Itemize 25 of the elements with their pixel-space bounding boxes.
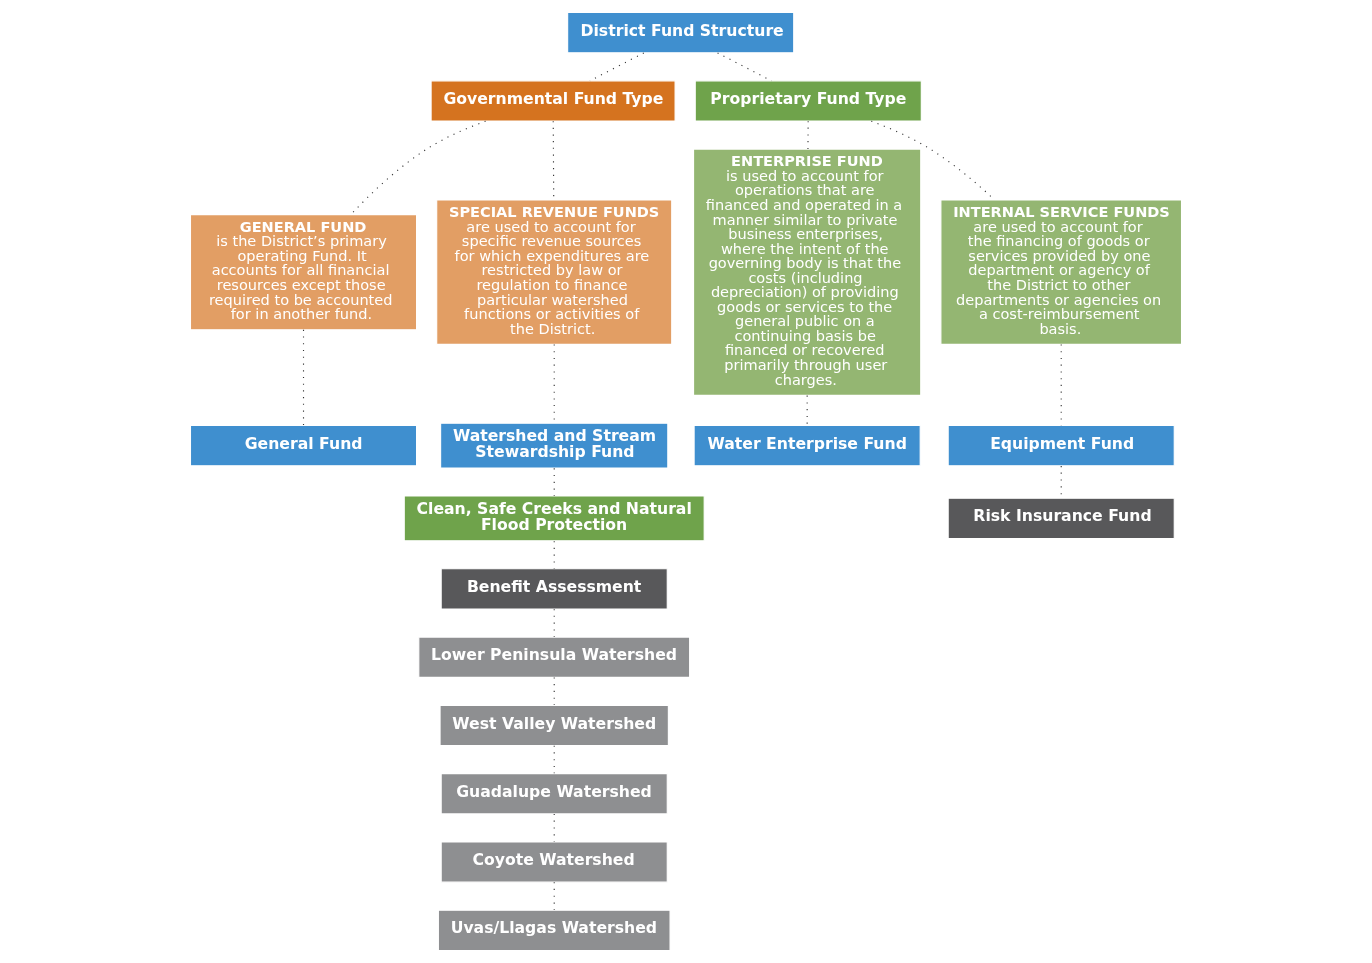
node-box: Benefit Assessment: [440, 568, 668, 610]
node-box: Clean, Safe Creeks and Natural Flood Protection: [403, 495, 705, 542]
connector: [350, 120, 487, 215]
node-box: GENERAL FUND is the District’s primary operating Fund. It accounts for all financial resources except those required to be accounted for in another fund.: [189, 214, 418, 331]
node-box: SPECIAL REVENUE FUNDS are used to account for specific revenue sources for which expenditures are restricted by law or regulation to finance particular watershed functions or activities of the District.: [436, 199, 673, 345]
node-box: Guadalupe Watershed: [440, 773, 668, 815]
node-box: Equipment Fund: [947, 425, 1175, 467]
node-box: Water Enterprise Fund: [693, 425, 921, 467]
node-box: Coyote Watershed: [440, 841, 668, 883]
node-box: West Valley Watershed: [439, 704, 669, 747]
node-box: Proprietary Fund Type: [694, 80, 922, 122]
node-box: Lower Peninsula Watershed: [418, 636, 691, 678]
node-box: ENTERPRISE FUND is used to account for operations that are financed and operated in a manner similar to private business enterprises, where the intent of the governing body is that the costs (including depreciation) of providing goods or services to the general public on a continuing basis be financed or recovered primarily through user charges.: [693, 148, 922, 396]
node-box: Watershed and Stream Stewardship Fund: [440, 422, 669, 469]
connector: [553, 540, 555, 569]
node-box: INTERNAL SERVICE FUNDS are used to account for the financing of goods or services provided by one department or agency of the District to other departments or agencies on a cost-reimbursement basis.: [940, 199, 1183, 345]
connector: [1060, 343, 1062, 426]
node-box: Uvas/Llagas Watershed: [437, 909, 671, 951]
connector: [553, 745, 555, 774]
node-box: Governmental Fund Type: [430, 80, 676, 122]
node-box: General Fund: [189, 425, 418, 467]
connector: [717, 52, 772, 82]
connector: [553, 676, 555, 706]
node-box: District Fund Structure: [567, 12, 795, 54]
node-box: Risk Insurance Fund: [947, 497, 1175, 540]
